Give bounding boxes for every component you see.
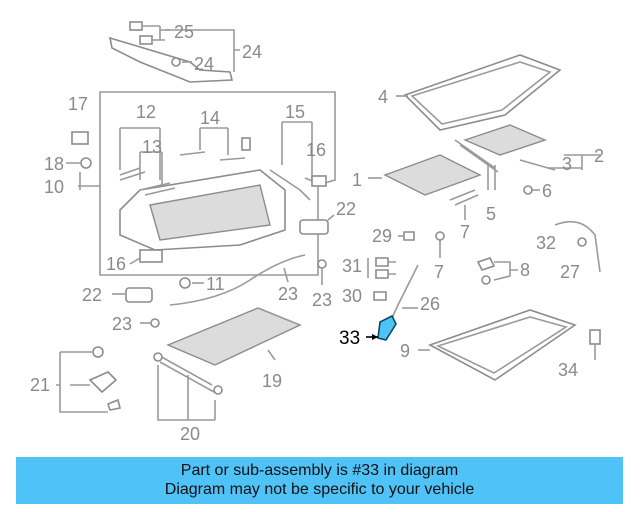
part-7-bolt-upper	[523, 185, 533, 195]
callout-22-upper: 22	[336, 199, 356, 219]
callout-28: 26	[420, 294, 440, 314]
banner-line-2: Diagram may not be specific to your vehi…	[164, 481, 475, 498]
part-16-clip-lower	[139, 249, 163, 263]
callout-22-lower: 22	[82, 285, 102, 305]
part-17-bracket	[71, 131, 89, 145]
part-25-screw	[171, 57, 181, 67]
callout-30-lower: 30	[342, 286, 362, 306]
part-29-tube	[554, 220, 601, 273]
callout-19: 19	[262, 371, 282, 391]
banner-line-1: Part or sub-assembly is #33 in diagram	[180, 462, 459, 479]
part-32-clip	[577, 237, 587, 247]
part-8-clip	[476, 257, 496, 271]
callout-13: 13	[142, 137, 162, 157]
part-23-bolt-upper	[317, 259, 327, 269]
callout-4: 4	[378, 87, 388, 107]
callout-16-upper: 16	[306, 140, 326, 160]
callout-11: 11	[206, 274, 225, 294]
callout-26: 25	[174, 22, 194, 42]
callout-32: 32	[536, 233, 556, 253]
callout-33: 33	[339, 328, 360, 349]
callout-24: 24	[242, 42, 262, 62]
callout-6: 7	[460, 222, 470, 242]
part-9-seal	[428, 309, 577, 381]
part-4-seal	[403, 54, 562, 131]
part-21-screw	[92, 346, 104, 358]
callout-2: 2	[594, 146, 604, 166]
callout-15: 15	[285, 102, 305, 122]
callout-12: 12	[136, 102, 156, 122]
callout-5: 5	[486, 204, 496, 224]
callout-10: 10	[44, 177, 64, 197]
part-18-bolt	[80, 157, 92, 169]
part-1-glass-front	[383, 154, 482, 196]
part-2-glass-rear	[463, 124, 547, 156]
callout-29: 27	[560, 262, 580, 282]
part-16-clip-upper	[311, 175, 327, 187]
callout-14: 14	[200, 108, 220, 128]
callout-16-lower: 16	[106, 254, 126, 274]
callout-23-lower: 23	[112, 314, 132, 334]
part-33-highlighted	[377, 314, 397, 341]
info-banner: Part or sub-assembly is #33 in diagram D…	[16, 457, 623, 504]
callout-17: 17	[68, 94, 88, 114]
callout-30-upper: 29	[372, 226, 392, 246]
callout-18: 18	[44, 154, 64, 174]
callout-1: 1	[352, 170, 362, 190]
callout-3: 3	[562, 154, 572, 174]
callout-7-upper: 6	[542, 181, 552, 201]
part-22-pad-upper	[299, 219, 329, 235]
callout-8: 8	[520, 260, 530, 280]
part-34-drain	[589, 329, 601, 345]
callout-23-upper: 23	[312, 290, 332, 310]
callout-9: 9	[400, 341, 410, 361]
callout-20: 20	[180, 424, 200, 444]
part-21-bracket	[88, 371, 118, 394]
part-11-bolt	[179, 277, 191, 289]
callout-21: 21	[30, 375, 50, 395]
part-26-clip	[129, 21, 143, 31]
callout-27: 23	[278, 284, 298, 304]
part-27-cable	[169, 254, 306, 306]
callout-7-lower: 7	[434, 262, 444, 282]
part-26-clip-b	[139, 35, 153, 45]
part-30-clip-upper	[403, 231, 415, 241]
callout-34: 34	[558, 360, 578, 380]
part-30-clip-lower	[373, 291, 387, 301]
part-24-trim	[108, 36, 234, 83]
part-23-bolt-lower	[150, 318, 160, 328]
callout-25: 24	[194, 54, 214, 74]
part-7-bolt-lower	[435, 231, 445, 241]
callout-31: 31	[342, 256, 362, 276]
part-22-pad-lower	[125, 287, 153, 303]
part-28-cable	[391, 264, 419, 319]
